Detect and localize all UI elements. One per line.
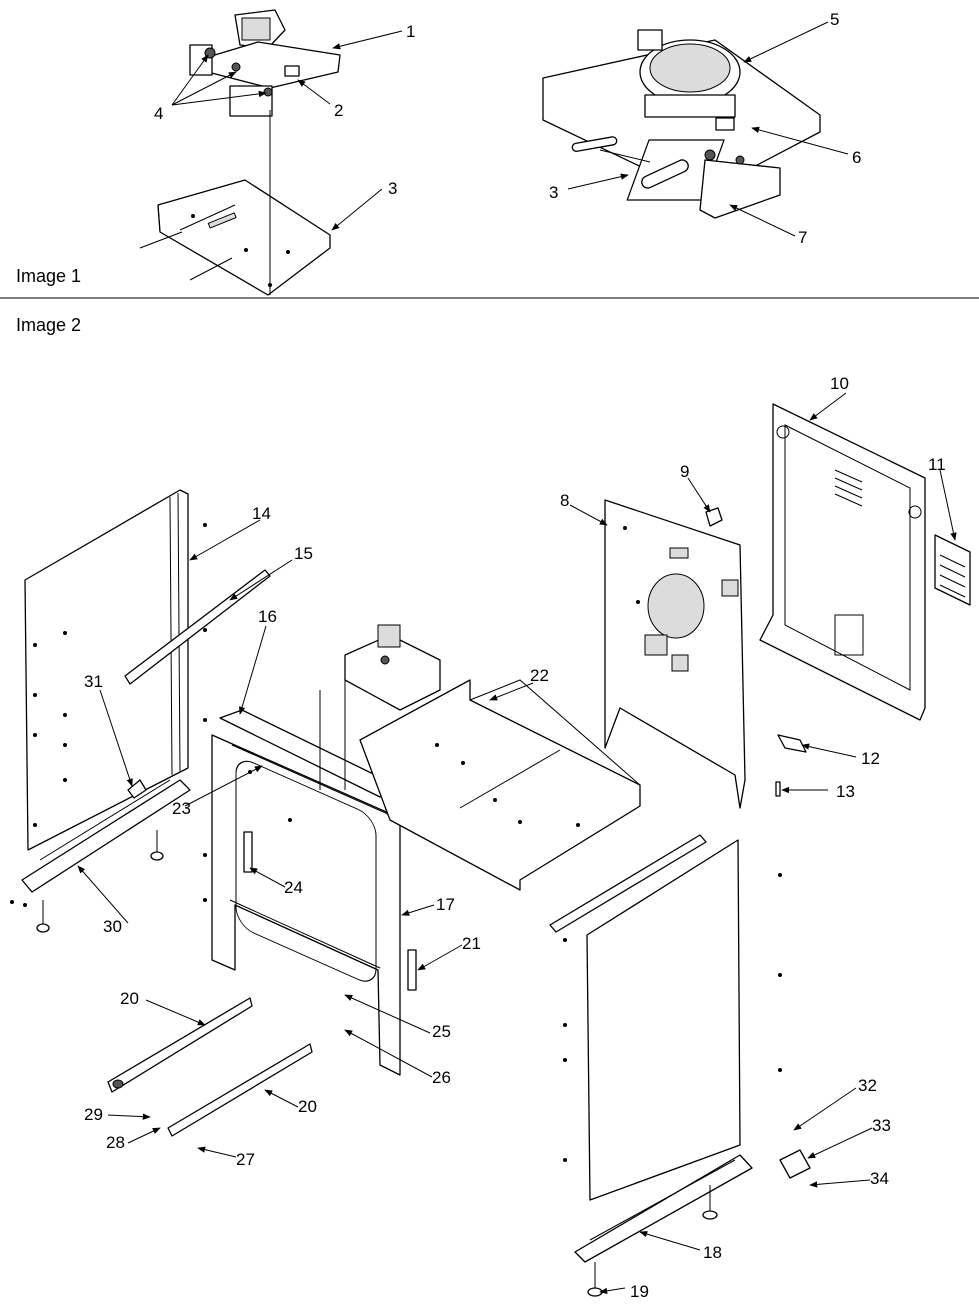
image2-section: Image 2	[10, 315, 971, 1301]
front-frame	[203, 734, 417, 1076]
callout-8: 8	[560, 491, 569, 510]
lower-rail-upper	[107, 997, 253, 1093]
top-plate	[359, 679, 641, 891]
callout-16: 16	[258, 607, 277, 626]
callout-31: 31	[84, 672, 103, 691]
image1-label: Image 1	[16, 266, 81, 286]
bracket-31	[127, 779, 147, 799]
callout-3: 3	[388, 179, 397, 198]
vent-grille	[934, 534, 971, 606]
callout-29: 29	[84, 1105, 103, 1124]
callout-5: 5	[830, 10, 839, 29]
kick-plate-right	[574, 1154, 753, 1297]
back-panel	[604, 499, 746, 809]
callout-30: 30	[103, 917, 122, 936]
gas-valve-assembly-right	[542, 29, 821, 219]
callout-19: 19	[630, 1282, 649, 1301]
rear-cover-panel	[759, 403, 926, 721]
fastener-13	[775, 781, 781, 797]
mounting-plate-left	[139, 110, 331, 296]
callout-26: 26	[432, 1068, 451, 1087]
callout-17: 17	[436, 895, 455, 914]
callout-12: 12	[861, 749, 880, 768]
lower-rail-lower	[167, 1043, 313, 1137]
callout-34: 34	[870, 1169, 889, 1188]
right-side-panel	[549, 834, 782, 1201]
callout-28: 28	[106, 1133, 125, 1152]
callout-32: 32	[858, 1076, 877, 1095]
callout-3b: 3	[549, 183, 558, 202]
callout-11: 11	[928, 455, 946, 474]
bracket-33	[779, 1149, 811, 1179]
callout-13: 13	[836, 782, 855, 801]
callout-27: 27	[236, 1150, 255, 1169]
callout-10: 10	[830, 374, 849, 393]
callout-2: 2	[334, 101, 343, 120]
callout-9: 9	[680, 462, 689, 481]
callout-18: 18	[703, 1243, 722, 1262]
callout-25: 25	[432, 1022, 451, 1041]
callout-6: 6	[852, 148, 861, 167]
callout-1: 1	[406, 22, 415, 41]
callout-14: 14	[252, 504, 271, 523]
callout-20a: 20	[120, 989, 139, 1008]
image2-label: Image 2	[16, 315, 81, 335]
left-side-panel	[24, 489, 207, 851]
callout-7: 7	[798, 228, 807, 247]
kick-plate-left	[10, 779, 191, 933]
bracket-12	[777, 734, 807, 753]
image1-section: 1 2 3 4 5 3 6 7 Image 1	[16, 9, 861, 296]
callout-24: 24	[284, 878, 303, 897]
part-9	[705, 507, 723, 527]
callout-22: 22	[530, 666, 549, 685]
callout-21: 21	[462, 934, 481, 953]
callout-33: 33	[872, 1116, 891, 1135]
callout-20b: 20	[298, 1097, 317, 1116]
callout-23: 23	[172, 799, 191, 818]
callout-4: 4	[154, 104, 163, 123]
gas-valve-image2	[319, 624, 441, 790]
callout-15: 15	[294, 544, 313, 563]
